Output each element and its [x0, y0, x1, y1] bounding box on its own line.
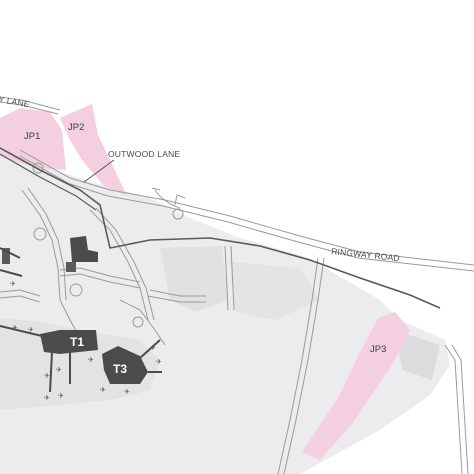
outwood-lane-label: OUTWOOD LANE [108, 149, 180, 159]
airplane-icon: ✈ [10, 280, 16, 288]
railway-line-2 [0, 153, 97, 211]
car-park-jp1-label: JP1 [24, 131, 40, 142]
airplane-icon: ✈ [150, 344, 156, 352]
airplane-icon: ✈ [4, 258, 10, 266]
terminal-piers [0, 247, 162, 393]
airplane-icon: ✈ [124, 388, 130, 396]
lane-top-left-label: Y LANE [0, 94, 31, 109]
airplane-icon: ✈ [44, 372, 50, 380]
outwood-lane-leader [83, 159, 115, 183]
terminal-t1-building [40, 330, 98, 354]
airplane-icon: ✈ [28, 326, 34, 334]
car-park-jp1 [0, 108, 66, 170]
terminal-t3-building [102, 346, 148, 384]
car-park-jp3-label: JP3 [370, 344, 386, 355]
aircraft-group: ✈ ✈ ✈ ✈ ✈ ✈ ✈ ✈ ✈ ✈ ✈ ✈ ✈ [4, 258, 162, 402]
airplane-icon: ✈ [44, 394, 50, 402]
airplane-icon: ✈ [88, 356, 94, 364]
terminal-apron [0, 318, 160, 410]
airport-grounds [0, 150, 450, 474]
car-park-jp2 [60, 104, 127, 196]
airplane-icon: ✈ [12, 324, 18, 332]
car-park-jp3 [302, 312, 410, 460]
terminal-t1-label: T1 [70, 335, 84, 349]
road-ringway [19, 149, 474, 266]
station-building [70, 236, 98, 262]
airplane-icon: ✈ [58, 392, 64, 400]
road-network [0, 96, 474, 474]
road-lane-top-left [0, 96, 61, 111]
building-small-2 [2, 248, 10, 264]
airplane-icon: ✈ [100, 386, 106, 394]
airfield-patch-3 [395, 330, 440, 380]
railway-line [0, 147, 441, 309]
airfield-patch-2 [230, 262, 320, 320]
ringway-road-label: RINGWAY ROAD [331, 246, 401, 263]
terminal-t3-label: T3 [113, 362, 127, 376]
airplane-icon: ✈ [156, 358, 162, 366]
building-small-1 [66, 262, 76, 272]
car-park-jp2-label: JP2 [68, 122, 84, 133]
airplane-icon: ✈ [56, 366, 62, 374]
